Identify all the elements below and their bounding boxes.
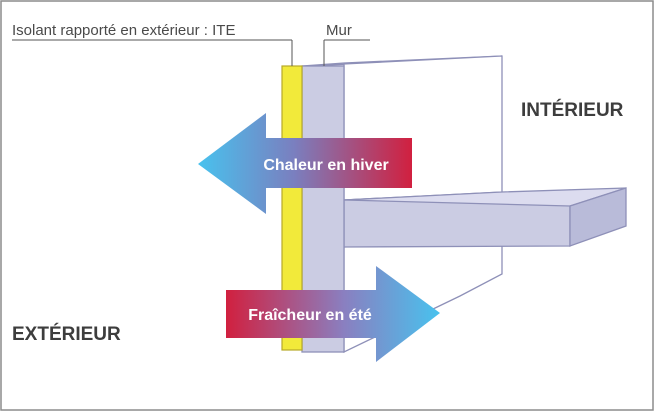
winter-arrow-label: Chaleur en hiver bbox=[263, 157, 388, 174]
isolant-label: Isolant rapporté en extérieur : ITE bbox=[12, 22, 235, 39]
winter-heat-arrow bbox=[198, 113, 412, 214]
exterieur-label: EXTÉRIEUR bbox=[12, 323, 121, 345]
mur-label: Mur bbox=[326, 22, 352, 39]
floor-slab-side bbox=[569, 187, 627, 247]
summer-arrow-label: Fraîcheur en été bbox=[248, 307, 372, 324]
interieur-label: INTÉRIEUR bbox=[521, 99, 624, 121]
summer-cool-arrow bbox=[226, 266, 440, 362]
